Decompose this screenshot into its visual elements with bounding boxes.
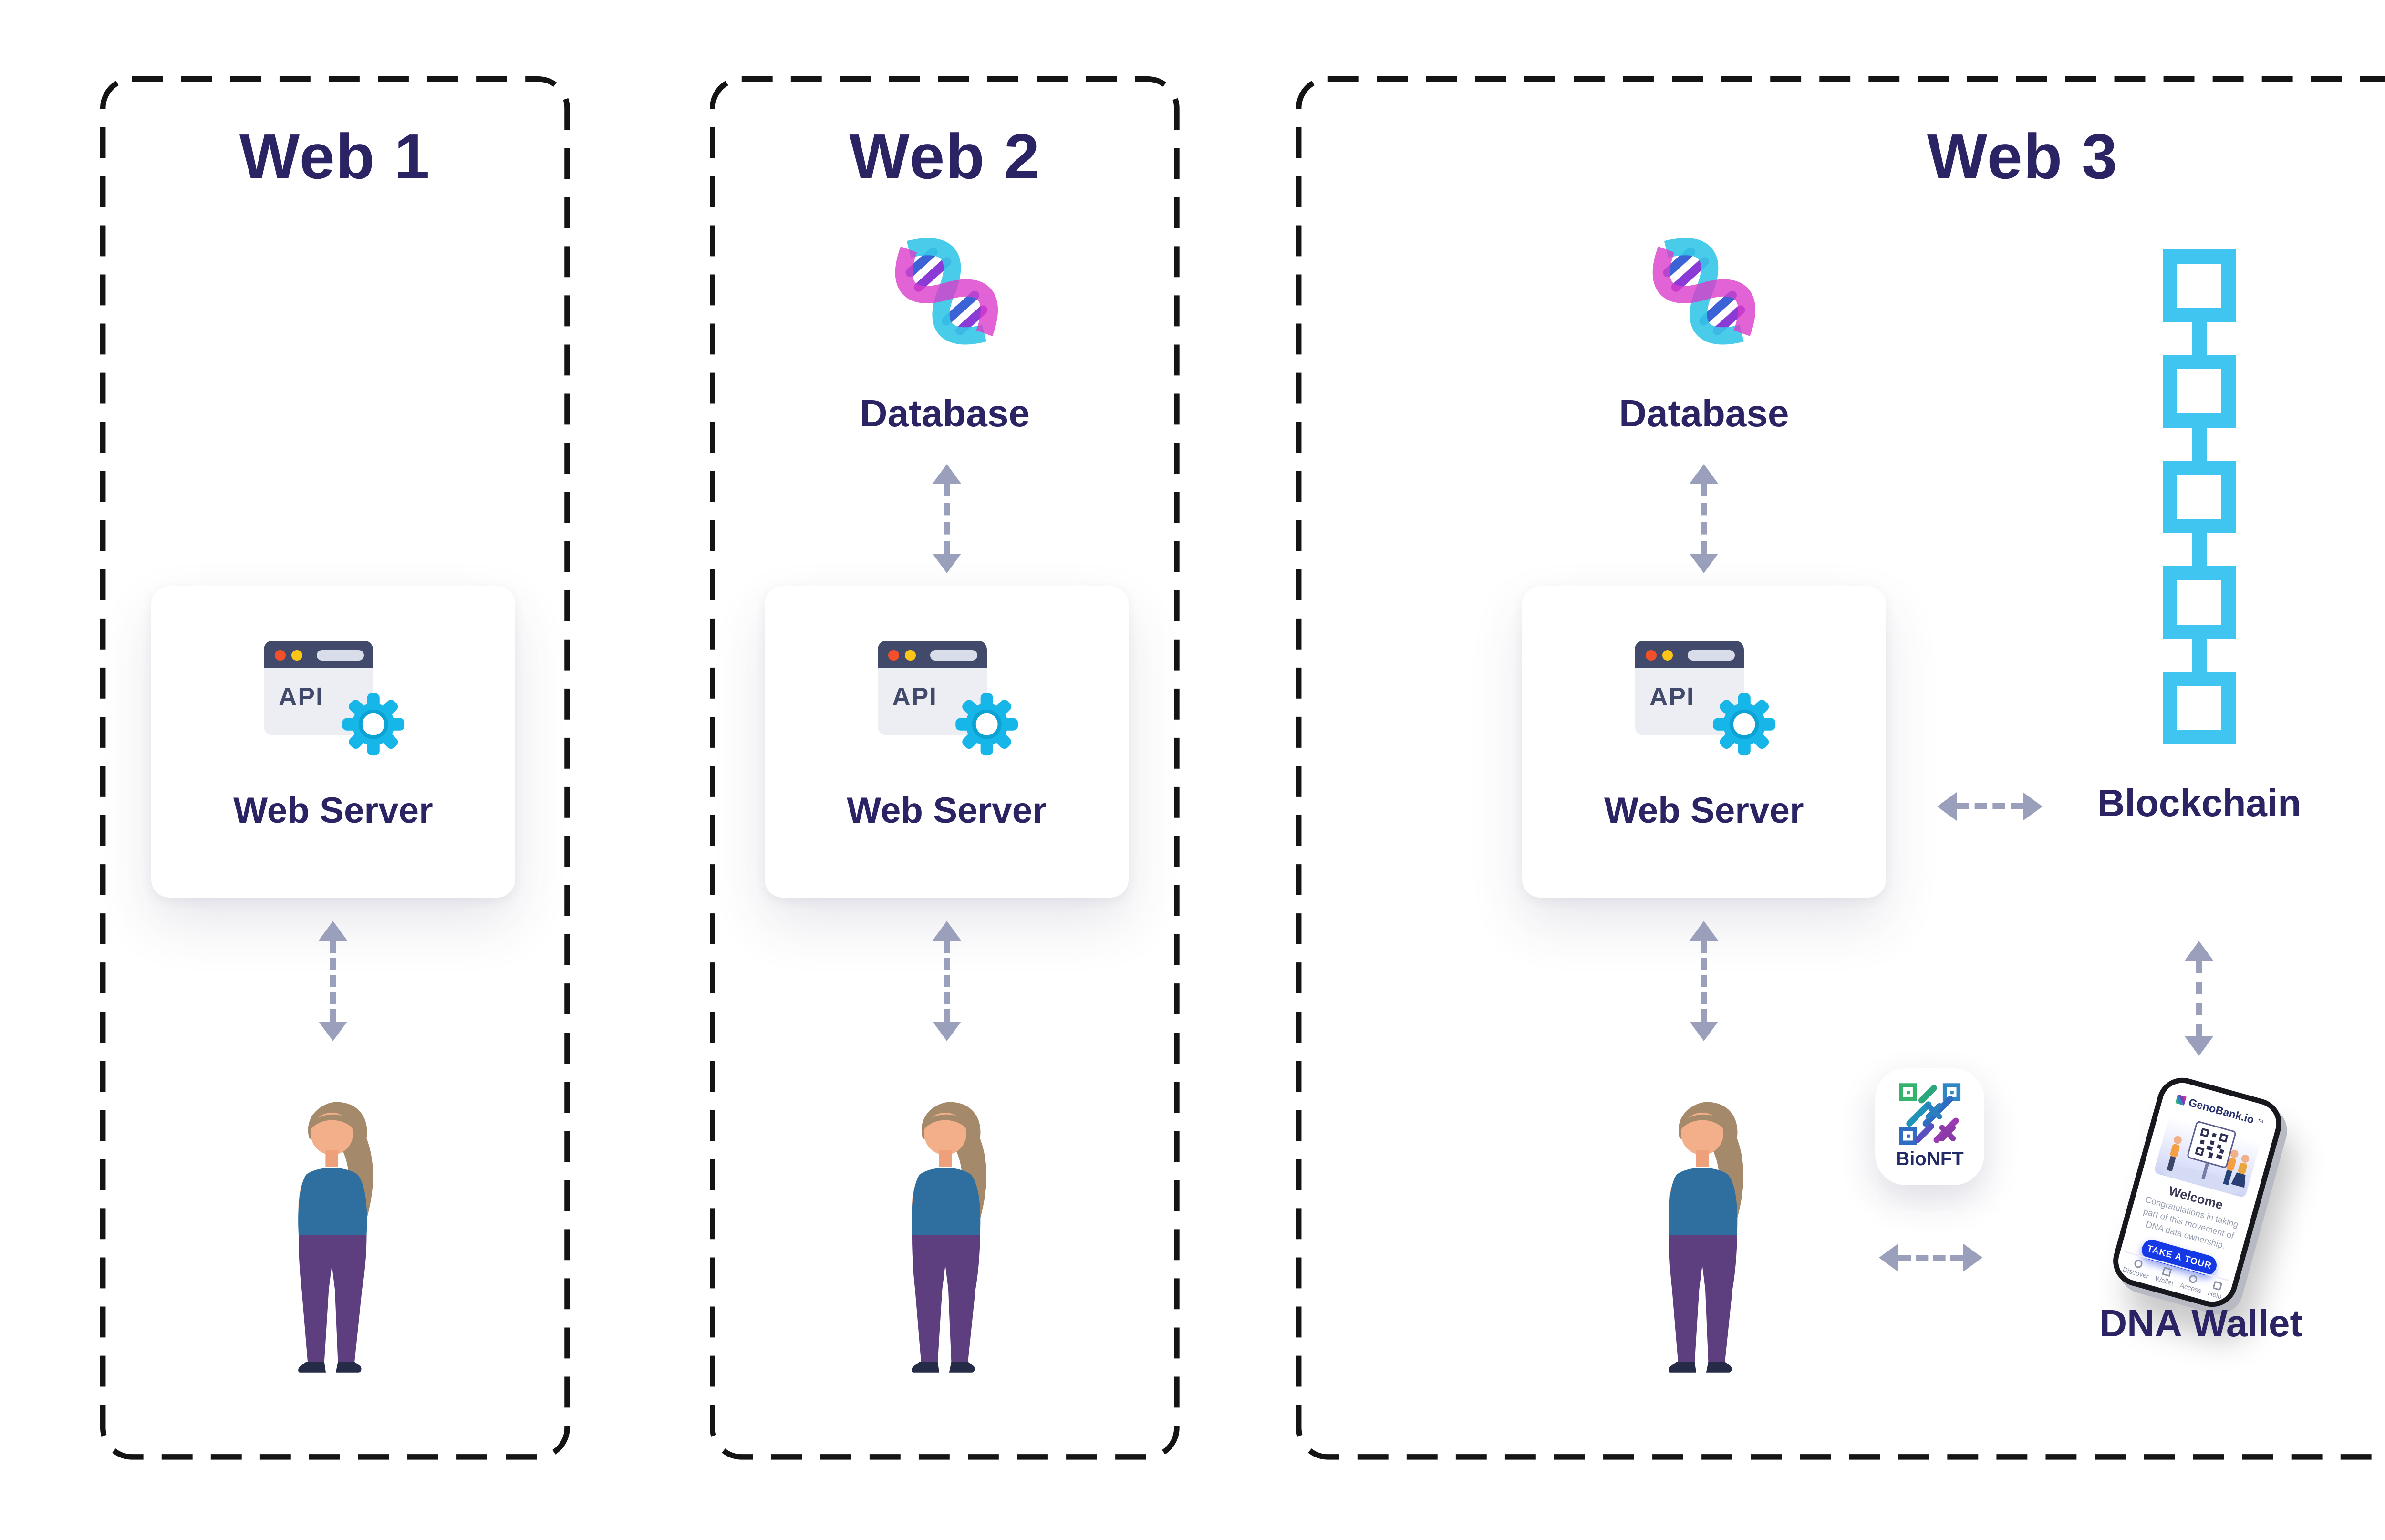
qr-code-icon (2195, 1127, 2229, 1161)
browser-window: API (1635, 641, 1744, 735)
browser-titlebar (264, 641, 373, 668)
browser-titlebar (1635, 641, 1744, 668)
wallet-icon (2162, 1266, 2172, 1277)
web1-server-card: API Web Server (151, 586, 516, 898)
web2-title: Web 2 (849, 121, 1041, 192)
nav-item-help: Help (2207, 1280, 2225, 1301)
web3-dashed-border (1296, 76, 2385, 1460)
bionft-label: BioNFT (1896, 1148, 1964, 1170)
api-label: API (278, 683, 324, 712)
chain-link (2192, 639, 2207, 672)
help-icon (2212, 1281, 2222, 1291)
chain-block (2163, 566, 2236, 639)
browser-address-pill (930, 650, 978, 661)
web1-zone: Web 1 API Web Server (100, 76, 570, 1460)
web3-server-user-arrow (1688, 921, 1721, 1041)
user-wallet-arrow (1879, 1241, 1983, 1274)
web2-database-label: Database (860, 391, 1030, 434)
web1-server-label: Web Server (233, 790, 433, 831)
web3-server-card: API Web Server (1522, 586, 1886, 898)
genobank-logo-icon (2175, 1094, 2187, 1106)
web3-zone: Web 3 Database API Web Server (1296, 76, 2385, 1460)
access-icon (2188, 1274, 2198, 1284)
web3-database-server-arrow (1688, 464, 1721, 573)
web1-dashed-border (100, 76, 570, 1460)
browser-dot-yellow-icon (291, 650, 302, 661)
api-label: API (1649, 683, 1695, 712)
bionft-app-card: BioNFT (1875, 1068, 1985, 1185)
browser-dot-red-icon (1646, 650, 1657, 661)
chain-block (2163, 672, 2236, 744)
gear-icon (955, 693, 1018, 756)
web3-user-icon (1669, 1102, 1744, 1373)
web2-database-server-arrow (930, 464, 963, 573)
nav-item-discover: Discover (2122, 1256, 2152, 1281)
web3-database-label: Database (1619, 391, 1789, 434)
gear-icon (342, 693, 404, 756)
nav-item-access: Access (2179, 1272, 2205, 1295)
web2-dna-database-icon (881, 229, 1012, 361)
dna-wallet-label: DNA Wallet (2099, 1302, 2303, 1345)
blockchain-chain (2163, 249, 2236, 744)
web2-user-icon (911, 1102, 986, 1373)
web2-dashed-border (710, 76, 1180, 1460)
web3-dna-database-icon (1638, 229, 1770, 361)
blockchain-label: Blockchain (2097, 781, 2302, 824)
chain-link (2192, 533, 2207, 566)
web1-server-user-arrow (317, 921, 350, 1041)
blockchain-wallet-arrow (2183, 941, 2216, 1055)
chain-block (2163, 249, 2236, 322)
bionft-logo-icon (1897, 1081, 1962, 1147)
web2-server-user-arrow (930, 921, 963, 1041)
browser-dot-yellow-icon (904, 650, 916, 661)
web1-user-icon (298, 1102, 373, 1373)
chain-block (2163, 460, 2236, 534)
api-browser-icon: API (264, 641, 406, 761)
web3-title: Web 3 (1927, 121, 2118, 192)
web2-server-label: Web Server (847, 790, 1047, 831)
browser-dot-red-icon (275, 650, 286, 661)
browser-address-pill (1687, 650, 1735, 661)
discover-icon (2133, 1259, 2144, 1269)
gear-icon (1712, 693, 1775, 756)
chain-block (2163, 355, 2236, 428)
server-blockchain-arrow (1937, 790, 2043, 823)
browser-window: API (877, 641, 987, 735)
web1-title: Web 1 (239, 121, 431, 192)
browser-dot-yellow-icon (1662, 650, 1673, 661)
browser-titlebar (877, 641, 987, 668)
browser-dot-red-icon (888, 650, 900, 661)
nav-item-wallet: Wallet (2154, 1265, 2177, 1287)
browser-address-pill (317, 650, 364, 661)
chain-link (2192, 427, 2207, 461)
web2-zone: Web 2 Database API Web Server (710, 76, 1180, 1460)
web3-server-label: Web Server (1604, 790, 1804, 831)
api-label: API (892, 683, 937, 712)
web2-server-card: API Web Server (764, 586, 1129, 898)
api-browser-icon: API (1635, 641, 1777, 761)
chain-link (2192, 322, 2207, 355)
api-browser-icon: API (877, 641, 1020, 761)
